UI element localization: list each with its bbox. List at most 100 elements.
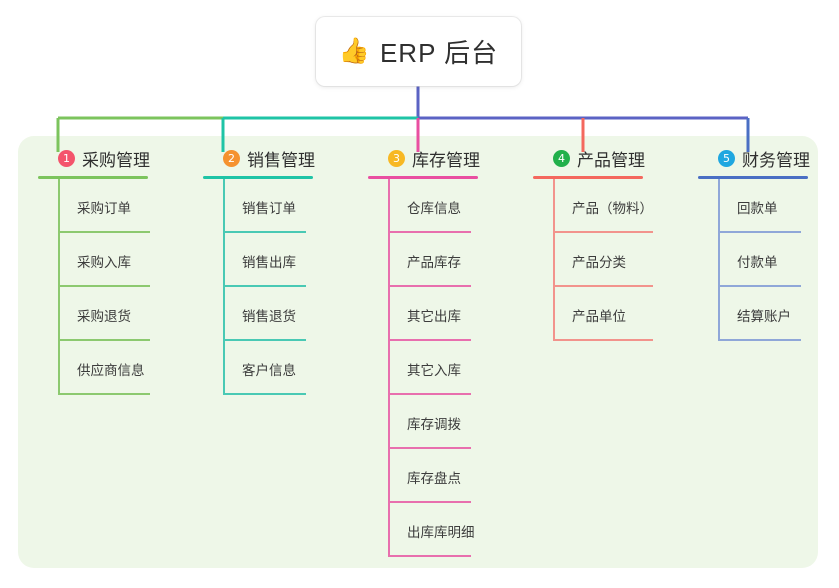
leaf-item[interactable]: 库存盘点 bbox=[388, 449, 480, 503]
root-title: ERP 后台 bbox=[379, 38, 499, 68]
branch-rule-1 bbox=[38, 176, 148, 179]
leaf-label: 产品单位 bbox=[572, 309, 626, 324]
leaf-label: 客户信息 bbox=[242, 363, 296, 378]
branch-badge-3: 3 bbox=[388, 149, 405, 167]
leaf-rule bbox=[718, 285, 801, 287]
leaf-item[interactable]: 采购订单 bbox=[58, 179, 150, 233]
leaf-rule bbox=[58, 339, 150, 341]
leaf-item[interactable]: 产品库存 bbox=[388, 233, 480, 287]
leaf-label: 出库库明细 bbox=[407, 525, 475, 540]
leaf-item[interactable]: 结算账户 bbox=[718, 287, 810, 341]
leaf-item[interactable]: 其它出库 bbox=[388, 287, 480, 341]
leaf-item[interactable]: 回款单 bbox=[718, 179, 810, 233]
leaf-rule bbox=[223, 285, 306, 287]
branch-title-2: 销售管理 bbox=[247, 150, 315, 170]
branch-badge-4: 4 bbox=[553, 149, 570, 167]
leaf-item[interactable]: 采购入库 bbox=[58, 233, 150, 287]
leaf-label: 库存调拨 bbox=[407, 417, 461, 432]
leaf-item[interactable]: 付款单 bbox=[718, 233, 810, 287]
branches-panel bbox=[18, 136, 818, 568]
leaf-rule bbox=[388, 285, 471, 287]
leaf-item[interactable]: 销售出库 bbox=[223, 233, 315, 287]
leaf-spine-1 bbox=[58, 179, 60, 395]
branch-5: 5 财务管理回款单付款单结算账户 bbox=[698, 145, 810, 341]
leaf-rule bbox=[388, 447, 471, 449]
leaf-item[interactable]: 库存调拨 bbox=[388, 395, 480, 449]
branch-header-3[interactable]: 3 库存管理 bbox=[368, 145, 480, 171]
branch-rule-3 bbox=[368, 176, 478, 179]
leaf-label: 产品分类 bbox=[572, 255, 626, 270]
leaf-rule bbox=[388, 501, 471, 503]
thumbs-up-icon: 👍 bbox=[338, 37, 370, 65]
root-node[interactable]: 👍 ERP 后台 bbox=[316, 17, 521, 86]
leaf-label: 销售退货 bbox=[242, 309, 296, 324]
branch-header-5[interactable]: 5 财务管理 bbox=[698, 145, 810, 171]
leaf-list-5: 回款单付款单结算账户 bbox=[718, 179, 810, 341]
branch-rule-2 bbox=[203, 176, 313, 179]
branch-title-5: 财务管理 bbox=[742, 150, 810, 170]
branch-badge-5: 5 bbox=[718, 149, 735, 167]
leaf-rule bbox=[388, 393, 471, 395]
branch-rule-5 bbox=[698, 176, 808, 179]
leaf-rule bbox=[718, 339, 801, 341]
leaf-item[interactable]: 产品单位 bbox=[553, 287, 653, 341]
leaf-spine-5 bbox=[718, 179, 720, 341]
branch-header-1[interactable]: 1 采购管理 bbox=[38, 145, 150, 171]
branch-rule-4 bbox=[533, 176, 643, 179]
leaf-item[interactable]: 销售退货 bbox=[223, 287, 315, 341]
leaf-item[interactable]: 客户信息 bbox=[223, 341, 315, 395]
leaf-label: 仓库信息 bbox=[407, 201, 461, 216]
leaf-item[interactable]: 出库库明细 bbox=[388, 503, 480, 557]
branch-3: 3 库存管理仓库信息产品库存其它出库其它入库库存调拨库存盘点出库库明细 bbox=[368, 145, 480, 557]
leaf-item[interactable]: 供应商信息 bbox=[58, 341, 150, 395]
leaf-rule bbox=[223, 231, 306, 233]
leaf-label: 产品（物料） bbox=[572, 201, 653, 216]
leaf-rule bbox=[58, 285, 150, 287]
leaf-label: 付款单 bbox=[737, 255, 778, 270]
leaf-label: 销售订单 bbox=[242, 201, 296, 216]
leaf-rule bbox=[553, 339, 653, 341]
leaf-item[interactable]: 销售订单 bbox=[223, 179, 315, 233]
leaf-label: 产品库存 bbox=[407, 255, 461, 270]
leaf-label: 结算账户 bbox=[737, 309, 791, 324]
leaf-list-2: 销售订单销售出库销售退货客户信息 bbox=[223, 179, 315, 395]
leaf-rule bbox=[388, 339, 471, 341]
leaf-list-4: 产品（物料） 产品分类产品单位 bbox=[553, 179, 653, 341]
leaf-rule bbox=[553, 285, 653, 287]
leaf-rule bbox=[58, 231, 150, 233]
branch-badge-2: 2 bbox=[223, 149, 240, 167]
leaf-label: 供应商信息 bbox=[77, 363, 145, 378]
leaf-item[interactable]: 采购退货 bbox=[58, 287, 150, 341]
branch-header-2[interactable]: 2 销售管理 bbox=[203, 145, 315, 171]
leaf-label: 采购入库 bbox=[77, 255, 131, 270]
leaf-rule bbox=[58, 393, 150, 395]
branch-badge-1: 1 bbox=[58, 149, 75, 167]
leaf-rule bbox=[718, 231, 801, 233]
leaf-rule bbox=[223, 393, 306, 395]
leaf-item[interactable]: 其它入库 bbox=[388, 341, 480, 395]
branch-title-3: 库存管理 bbox=[412, 150, 480, 170]
leaf-rule bbox=[223, 339, 306, 341]
leaf-label: 销售出库 bbox=[242, 255, 296, 270]
leaf-item[interactable]: 产品（物料） bbox=[553, 179, 653, 233]
branch-1: 1 采购管理采购订单采购入库采购退货供应商信息 bbox=[38, 145, 150, 395]
leaf-label: 采购订单 bbox=[77, 201, 131, 216]
leaf-list-1: 采购订单采购入库采购退货供应商信息 bbox=[58, 179, 150, 395]
leaf-label: 其它入库 bbox=[407, 363, 461, 378]
leaf-label: 库存盘点 bbox=[407, 471, 461, 486]
leaf-item[interactable]: 产品分类 bbox=[553, 233, 653, 287]
leaf-rule bbox=[388, 555, 471, 557]
leaf-label: 其它出库 bbox=[407, 309, 461, 324]
leaf-item[interactable]: 仓库信息 bbox=[388, 179, 480, 233]
leaf-spine-2 bbox=[223, 179, 225, 395]
leaf-spine-3 bbox=[388, 179, 390, 557]
leaf-rule bbox=[553, 231, 653, 233]
leaf-label: 采购退货 bbox=[77, 309, 131, 324]
leaf-rule bbox=[388, 231, 471, 233]
leaf-label: 回款单 bbox=[737, 201, 778, 216]
branch-title-1: 采购管理 bbox=[82, 150, 150, 170]
